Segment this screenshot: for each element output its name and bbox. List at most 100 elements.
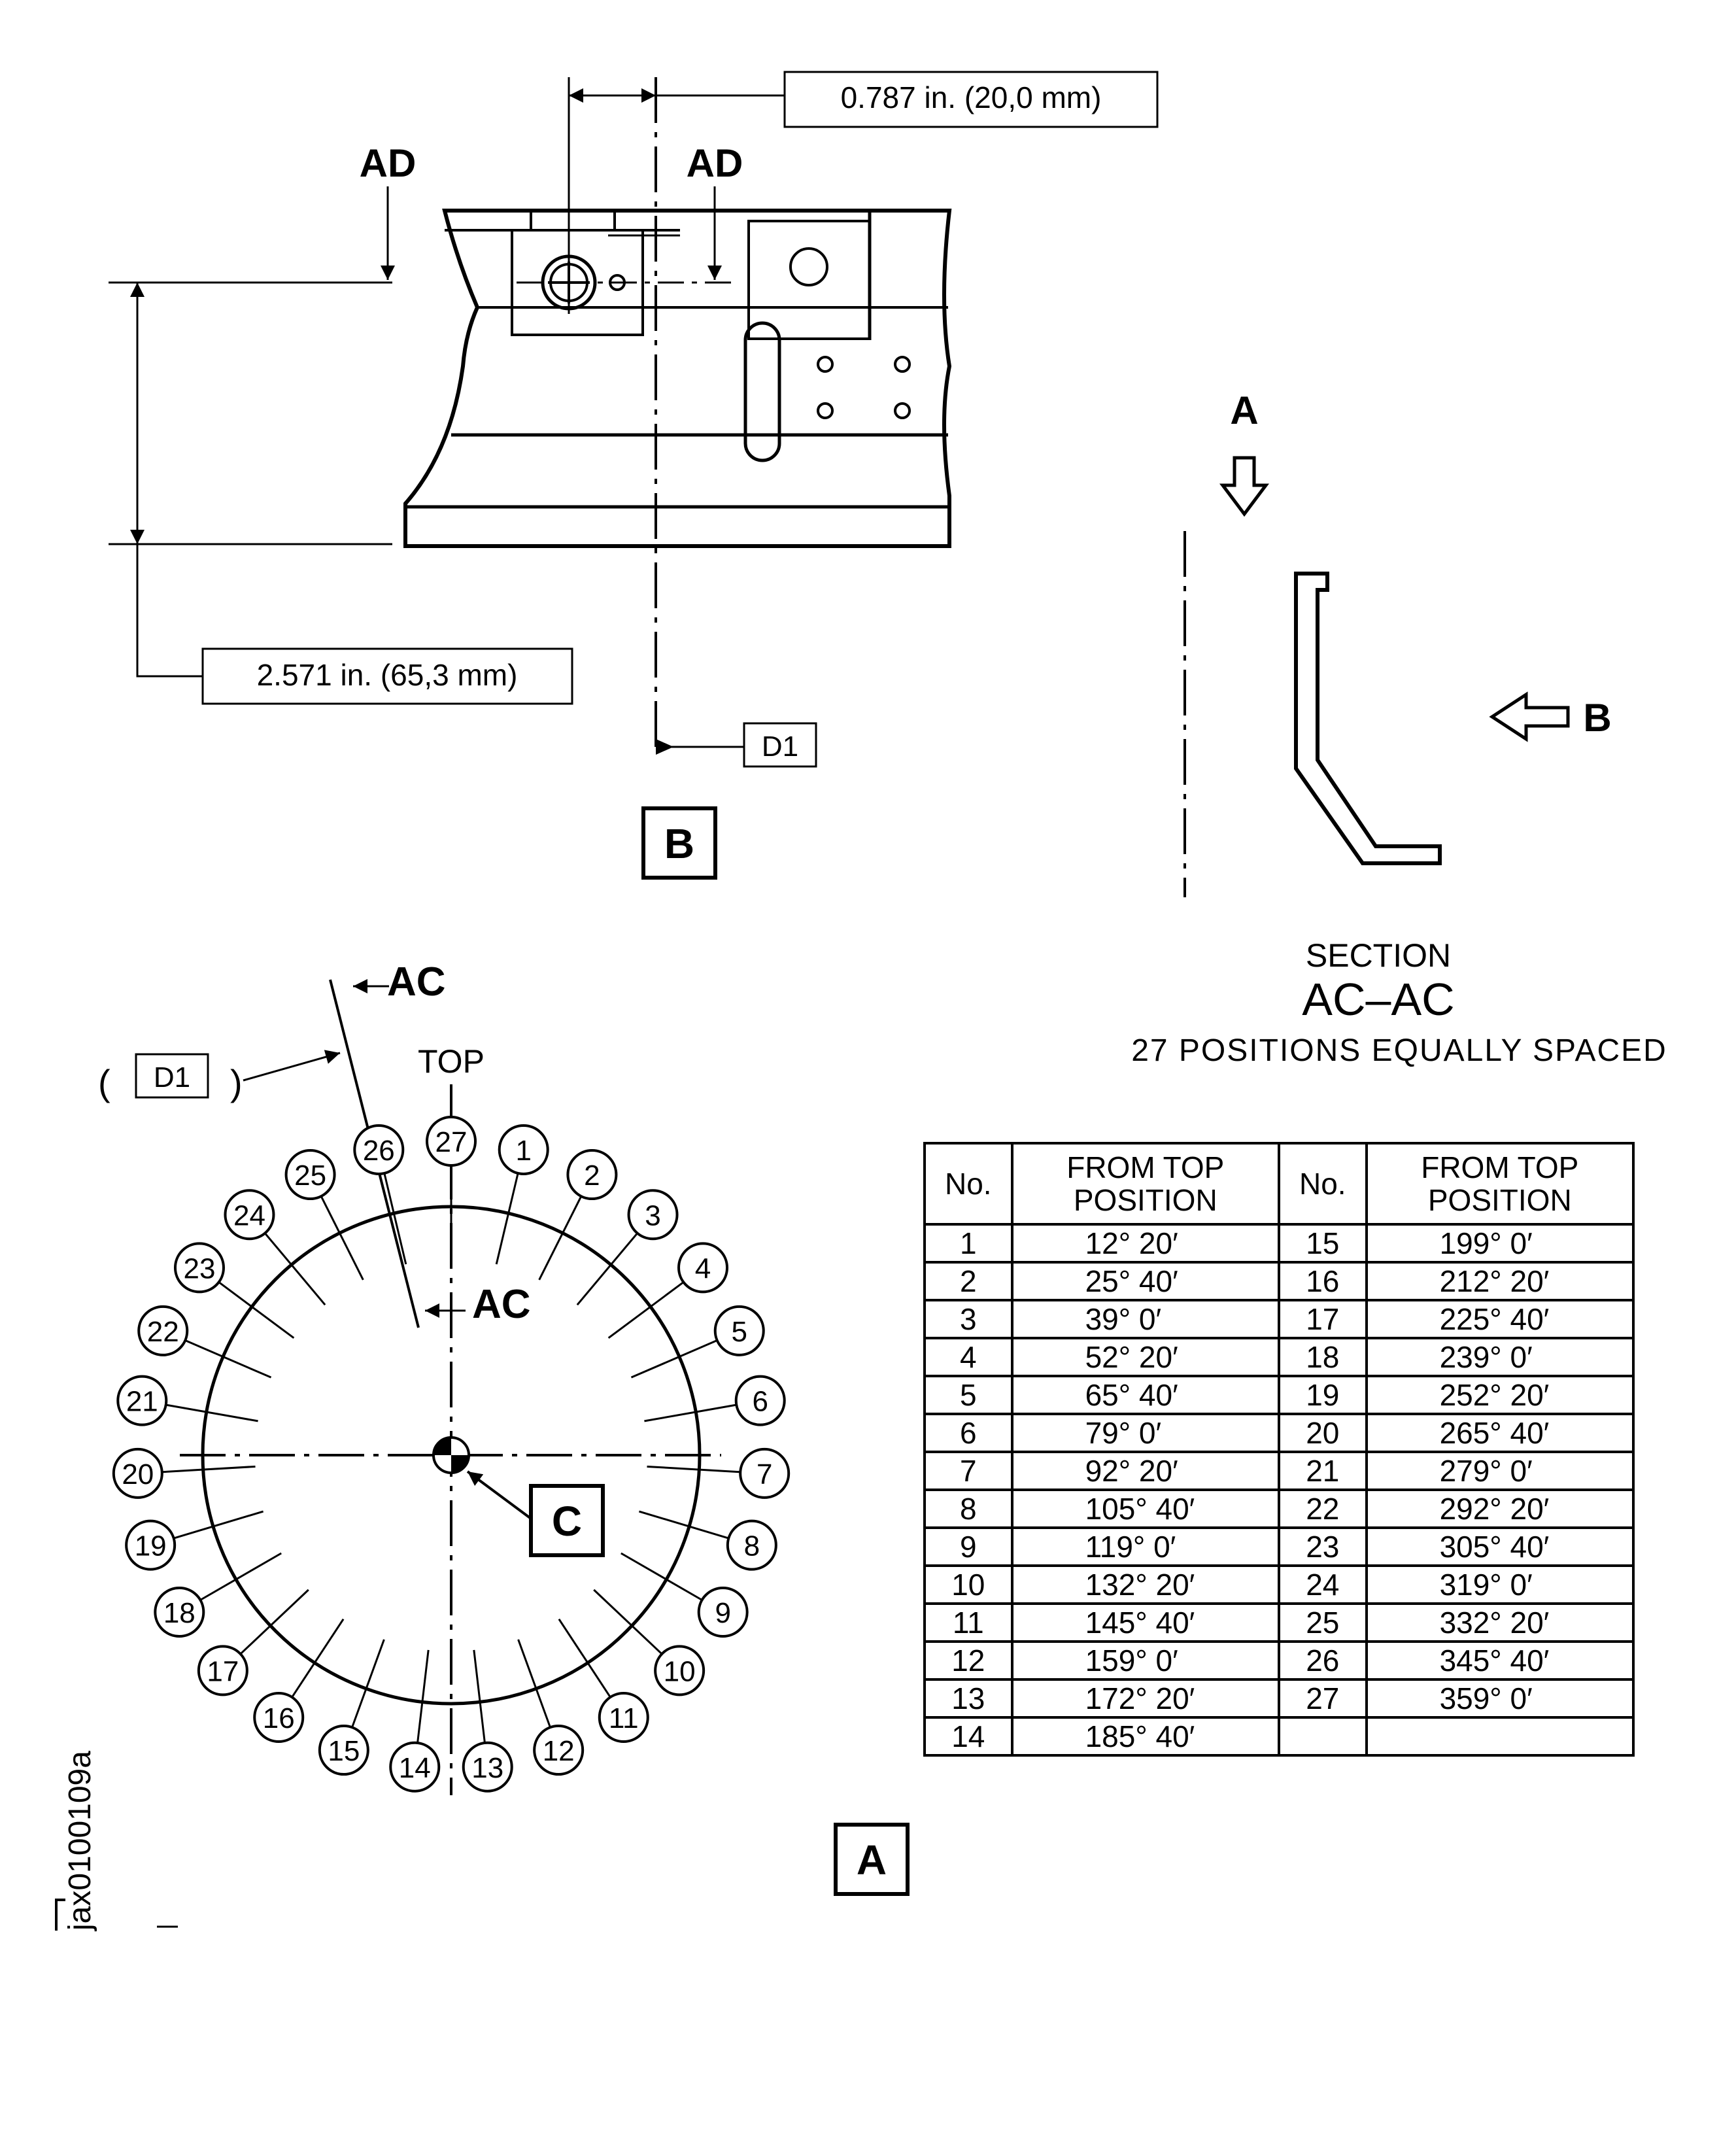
datum-box-d1 [743,722,817,768]
position-tick [351,1639,385,1727]
arrow-label-b: B [1583,696,1611,740]
table-cell-angle: 52° 20′ [1010,1337,1280,1377]
position-number: 19 [135,1530,167,1562]
position-tick [517,1639,551,1727]
table-cell-no: 3 [923,1299,1013,1339]
position-tick [538,1196,582,1281]
position-number: 7 [757,1458,772,1490]
positions-table: No. FROM TOP POSITION No. FROM TOP POSIT… [923,1142,1635,1757]
table-cell-angle: 319° 0′ [1365,1564,1635,1605]
center-label-c: C [552,1498,582,1545]
position-tick [383,1173,407,1265]
position-balloon [253,1692,305,1744]
section-title-1: SECTION [1306,937,1451,974]
table-cell-no: 11 [923,1602,1013,1643]
position-tick [166,1403,258,1422]
position-balloon [173,1242,225,1294]
position-tick [240,1589,309,1655]
section-view [1183,456,1570,897]
view-a [180,979,721,1795]
table-cell-angle: 212° 20′ [1365,1261,1635,1301]
table-cell-no: 5 [923,1375,1013,1415]
position-tick [647,1465,740,1473]
center-label-box [529,1484,605,1557]
dim-box-top [783,71,1159,128]
table-cell-no: 21 [1277,1451,1368,1491]
position-tick [218,1281,295,1339]
position-balloon [112,1447,163,1499]
position-balloon [389,1741,441,1793]
table-cell-angle: 119° 0′ [1010,1526,1280,1567]
position-tick [638,1510,728,1540]
table-cell-angle: 39° 0′ [1010,1299,1280,1339]
position-balloon [462,1741,513,1793]
position-number: 15 [328,1735,360,1767]
table-cell-angle: 105° 40′ [1010,1489,1280,1529]
table-cell-angle: 172° 20′ [1010,1678,1280,1719]
header-angle-1: FROM TOP POSITION [1010,1142,1280,1226]
view-label-box-b [641,806,717,880]
table-cell-no: 10 [923,1564,1013,1605]
top-label: TOP [418,1043,485,1080]
position-number: 22 [147,1316,179,1348]
slot [743,321,781,462]
position-balloon [627,1189,679,1241]
position-number: 1 [515,1135,531,1167]
table-cell-angle [1365,1716,1635,1757]
view-arrow-a [1219,456,1269,517]
position-number: 13 [471,1752,503,1784]
table-cell-angle: 159° 0′ [1010,1640,1280,1681]
position-balloon [426,1116,477,1167]
position-number: 21 [126,1386,158,1418]
position-balloon [197,1645,248,1696]
position-tick [174,1510,264,1540]
table-cell-no: 19 [1277,1375,1368,1415]
datum-paren-left: ( [98,1062,111,1103]
position-tick [593,1589,662,1655]
position-balloon [154,1587,205,1638]
section-mark-ac-top: AC [387,959,446,1005]
position-number: 25 [294,1160,326,1192]
position-number: 24 [233,1199,265,1231]
housing-outline [403,209,952,548]
mount-pad [747,220,871,340]
section-title-3: 27 POSITIONS EQUALLY SPACED [1131,1033,1667,1068]
dim-box-left [201,647,573,705]
table-cell-angle: 12° 20′ [1010,1223,1280,1264]
position-balloon [734,1375,786,1426]
table-cell-no: 25 [1277,1602,1368,1643]
table-cell-no: 7 [923,1451,1013,1491]
position-number: 5 [732,1316,747,1348]
position-tick [607,1281,684,1339]
section-mark-ad-left: AD [360,141,417,185]
table-cell-no: 13 [923,1678,1013,1719]
position-balloon [125,1519,177,1571]
position-number: 26 [363,1135,395,1167]
position-balloon [116,1375,168,1426]
table-cell-no: 14 [923,1716,1013,1757]
table-cell-angle: 25° 40′ [1010,1261,1280,1301]
table-cell-no: 8 [923,1489,1013,1529]
figure-id-corner [55,1899,65,1931]
table-cell-angle: 79° 0′ [1010,1413,1280,1453]
position-balloon [353,1124,405,1175]
view-b [109,77,952,755]
table-cell-angle: 92° 20′ [1010,1451,1280,1491]
position-tick [621,1552,702,1601]
section-profile [1294,572,1442,865]
table-cell-angle: 199° 0′ [1365,1223,1635,1264]
table-cell-angle: 225° 40′ [1365,1299,1635,1339]
boss-pad [511,229,644,336]
table-cell-angle: 145° 40′ [1010,1602,1280,1643]
position-balloon [533,1725,585,1776]
table-cell-no [1277,1716,1368,1757]
table-cell-no: 16 [1277,1261,1368,1301]
position-number: 16 [263,1702,295,1734]
position-tick [200,1552,282,1601]
section-mark-ac-center: AC [472,1282,531,1327]
